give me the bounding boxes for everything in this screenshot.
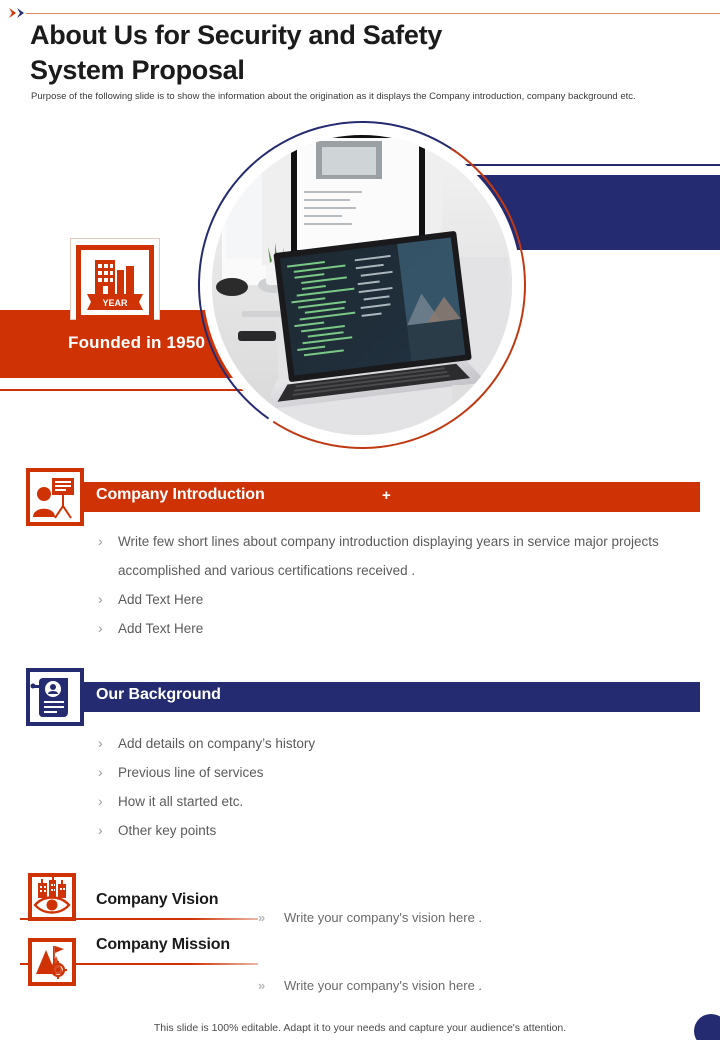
list-item: Other key points [96, 816, 676, 845]
page-title-line-2: System Proposal [30, 55, 245, 85]
triple-chevron-right-icon: » [258, 910, 265, 925]
section-title-company-vision: Company Vision [96, 891, 219, 908]
sidebar-icon-our-background [26, 668, 84, 726]
vision-text: Write your company's vision here . [284, 910, 483, 925]
corner-dot-decoration [694, 1014, 720, 1040]
mission-rule [20, 963, 258, 965]
founded-banner-label: Founded in 1950 [68, 333, 206, 352]
mission-text: Write your company's vision here . [284, 978, 483, 993]
footer-note: This slide is 100% editable. Adapt it to… [153, 1022, 567, 1034]
navy-hairline [455, 164, 720, 166]
triple-chevron-right-icon: » [258, 978, 265, 993]
page-subtitle: Purpose of the following slide is to sho… [31, 91, 636, 102]
vision-rule [20, 918, 258, 920]
top-divider [26, 13, 720, 14]
list-item: Add Text Here [96, 614, 676, 643]
mountain-flag-target-icon [28, 938, 76, 986]
orange-hairline [0, 389, 248, 391]
section-title-company-mission: Company Mission [96, 936, 230, 953]
page-title-line-1: About Us for Security and Safety [30, 20, 442, 50]
list-item: Add details on company’s history [96, 729, 676, 758]
list-item: Previous line of services [96, 758, 676, 787]
bullet-list-our-background: Add details on company’s history Previou… [96, 729, 676, 845]
sidebar-icon-company-introduction [26, 468, 84, 526]
building-year-ribbon-icon: YEAR [76, 245, 154, 320]
double-chevron-right-icon [8, 6, 34, 20]
page-title: About Us for Security and Safety System … [30, 18, 670, 88]
list-item: How it all started etc. [96, 787, 676, 816]
list-item: Write few short lines about company intr… [96, 527, 676, 585]
section-header-bar-our-background [84, 682, 700, 712]
bullet-list-company-introduction: Write few short lines about company intr… [96, 527, 676, 643]
section-header-bar-company-introduction [84, 482, 700, 512]
expand-plus-icon[interactable]: + [382, 487, 391, 504]
list-item: Add Text Here [96, 585, 676, 614]
section-title-company-introduction: Company Introduction [96, 486, 265, 503]
hero-photo [212, 135, 512, 435]
cityscape-eye-icon [28, 873, 76, 921]
section-title-our-background: Our Background [96, 686, 221, 703]
svg-text:YEAR: YEAR [102, 298, 128, 308]
